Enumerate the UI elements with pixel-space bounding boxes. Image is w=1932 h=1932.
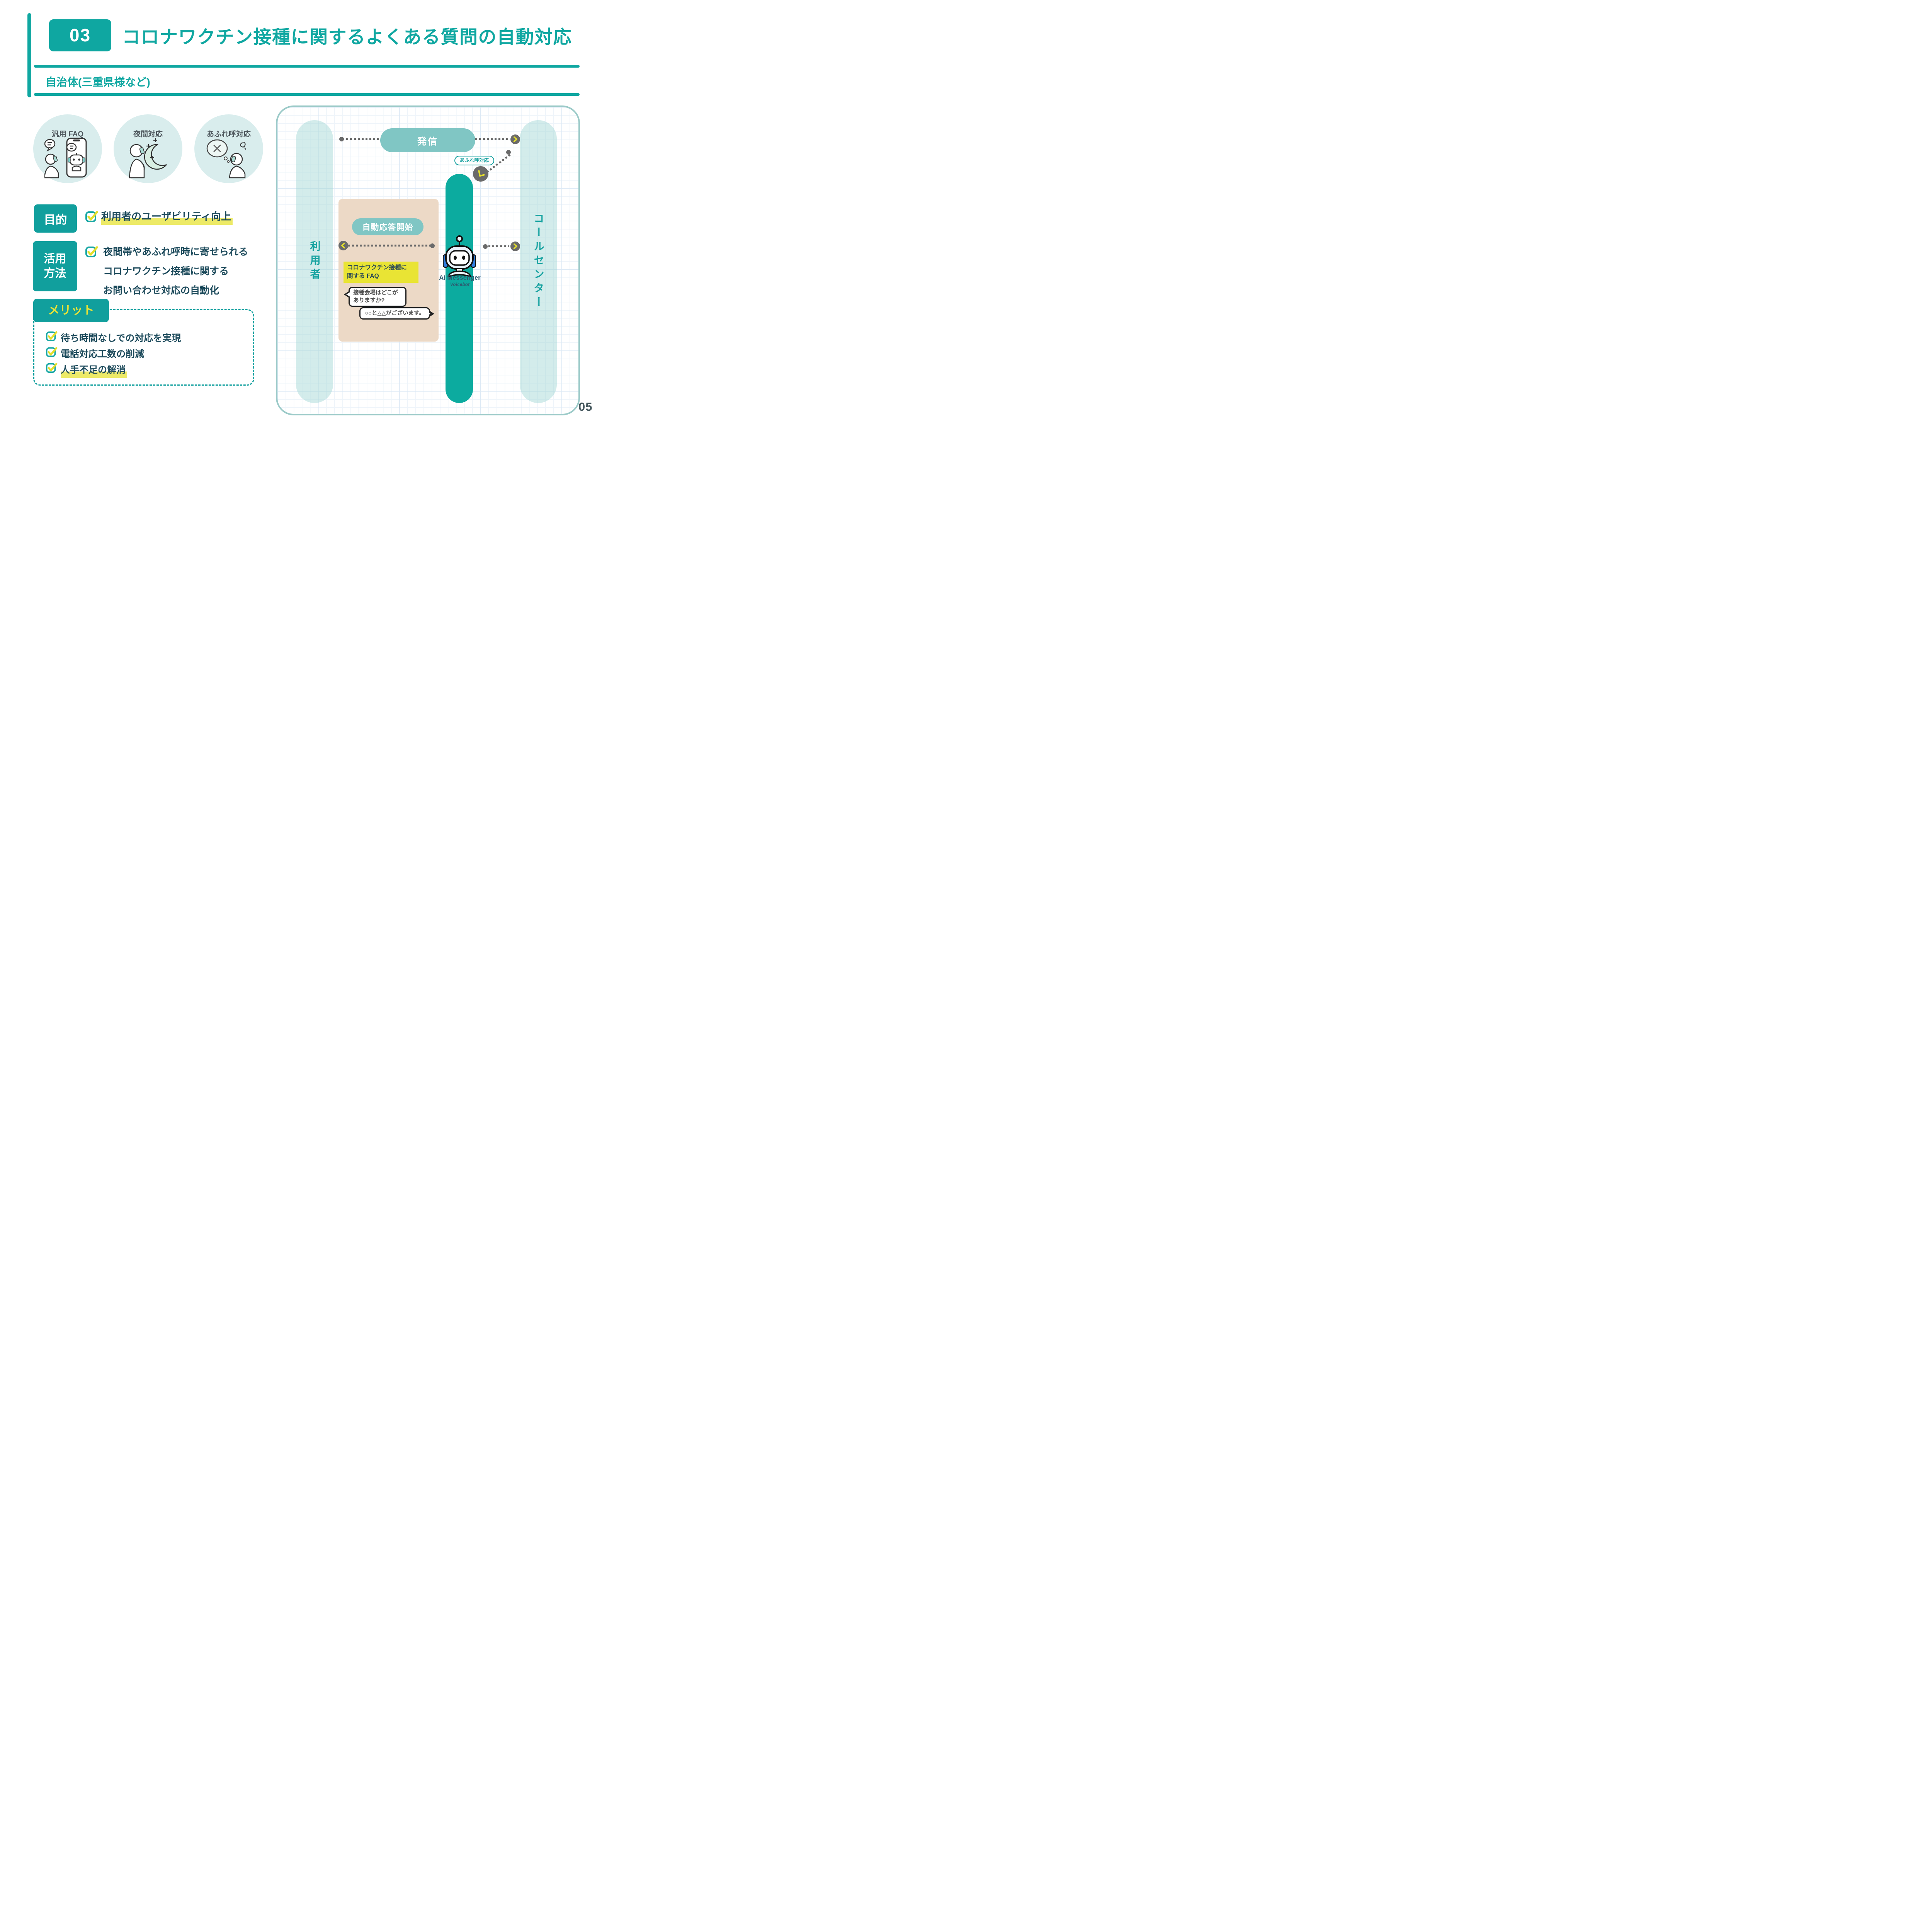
dotted-connector: [475, 138, 509, 140]
lane-user: 利用者: [296, 120, 333, 403]
usage-line: コロナワクチン接種に関する: [103, 266, 229, 277]
left-accent-bar: [27, 13, 31, 97]
page-number: 05: [578, 400, 593, 413]
faq-topic-tag: コロナワクチン接種に 関する FAQ: [344, 262, 418, 283]
merit-item: 電話対応工数の削減: [61, 349, 144, 359]
person-busy-call-icon: [206, 139, 246, 179]
page-title: コロナワクチン接種に関するよくある質問の自動対応: [122, 27, 572, 47]
bubble-tail: [427, 311, 430, 316]
flow-dot: [430, 243, 435, 248]
chapter-badge: 03: [49, 19, 111, 51]
voicebot-robot-icon: [443, 235, 476, 277]
bot-sub-label: Voicebot: [450, 282, 470, 287]
arrow-turn-down-icon: [473, 166, 488, 182]
arrow-right-icon: [510, 242, 520, 251]
merit-item: 人手不足の解消: [61, 362, 127, 378]
purpose-item: 利用者のユーザビリティ向上: [101, 209, 233, 225]
feature-label: 夜間対応: [133, 130, 163, 138]
auto-answer-pill: 自動応答開始: [352, 218, 423, 235]
question-bubble: 接種会場はどこが ありますか?: [349, 287, 406, 307]
title-divider: [34, 65, 580, 68]
purpose-item-text: 利用者のユーザビリティ向上: [101, 211, 233, 225]
check-icon: [46, 347, 58, 357]
outbound-call-pill: 発信: [380, 128, 475, 152]
feature-generic-faq: 汎用 FAQ: [33, 114, 102, 183]
person-moon-icon: [129, 138, 167, 179]
flow-dot: [506, 150, 511, 155]
overflow-call-badge: あふれ呼対応: [454, 156, 494, 165]
answer-bubble: ○○と△△がございます。: [359, 307, 430, 320]
dotted-connector: [342, 138, 380, 140]
dotted-connector: [348, 245, 431, 247]
subtitle-client-type: 自治体(三重県様など): [46, 76, 150, 88]
purpose-heading: 目的: [34, 204, 77, 233]
lane-callcenter: コールセンター: [520, 120, 557, 403]
usage-line: お問い合わせ対応の自動化: [103, 285, 219, 296]
feature-label: あふれ呼対応: [206, 130, 251, 138]
subtitle-divider: [34, 93, 580, 96]
feature-circle: [194, 114, 263, 183]
merit-heading: メリット: [33, 299, 109, 322]
lane-callcenter-label: コールセンター: [532, 213, 544, 310]
check-icon: [85, 211, 98, 222]
arrow-left-icon: [338, 241, 348, 250]
flow-diagram-board: 利用者 コールセンター 発信 あふれ呼対応 自動応答開始 コロナワクチン接種に …: [276, 105, 580, 415]
merit-item-text: 人手不足の解消: [61, 365, 127, 378]
feature-night-support: 夜間対応: [114, 114, 182, 183]
voicebot-lane-bar: [446, 174, 473, 403]
lane-user-label: 利用者: [308, 241, 320, 282]
dotted-connector: [488, 245, 509, 247]
merit-item: 待ち時間なしでの対応を実現: [61, 333, 181, 344]
feature-overflow-call: あふれ呼対応: [194, 114, 263, 183]
check-icon: [46, 331, 58, 341]
bot-name-label: AI Messenger: [439, 274, 481, 281]
usage-heading: 活用 方法: [33, 241, 77, 291]
arrow-right-icon: [510, 134, 520, 144]
feature-label: 汎用 FAQ: [51, 130, 84, 138]
check-icon: [85, 246, 98, 257]
person-phone-bot-icon: [44, 138, 87, 179]
flow-dot: [483, 244, 488, 249]
usage-line: 夜間帯やあふれ呼時に寄せられる: [103, 247, 248, 257]
bubble-tail: [346, 292, 350, 297]
check-icon: [46, 363, 58, 373]
